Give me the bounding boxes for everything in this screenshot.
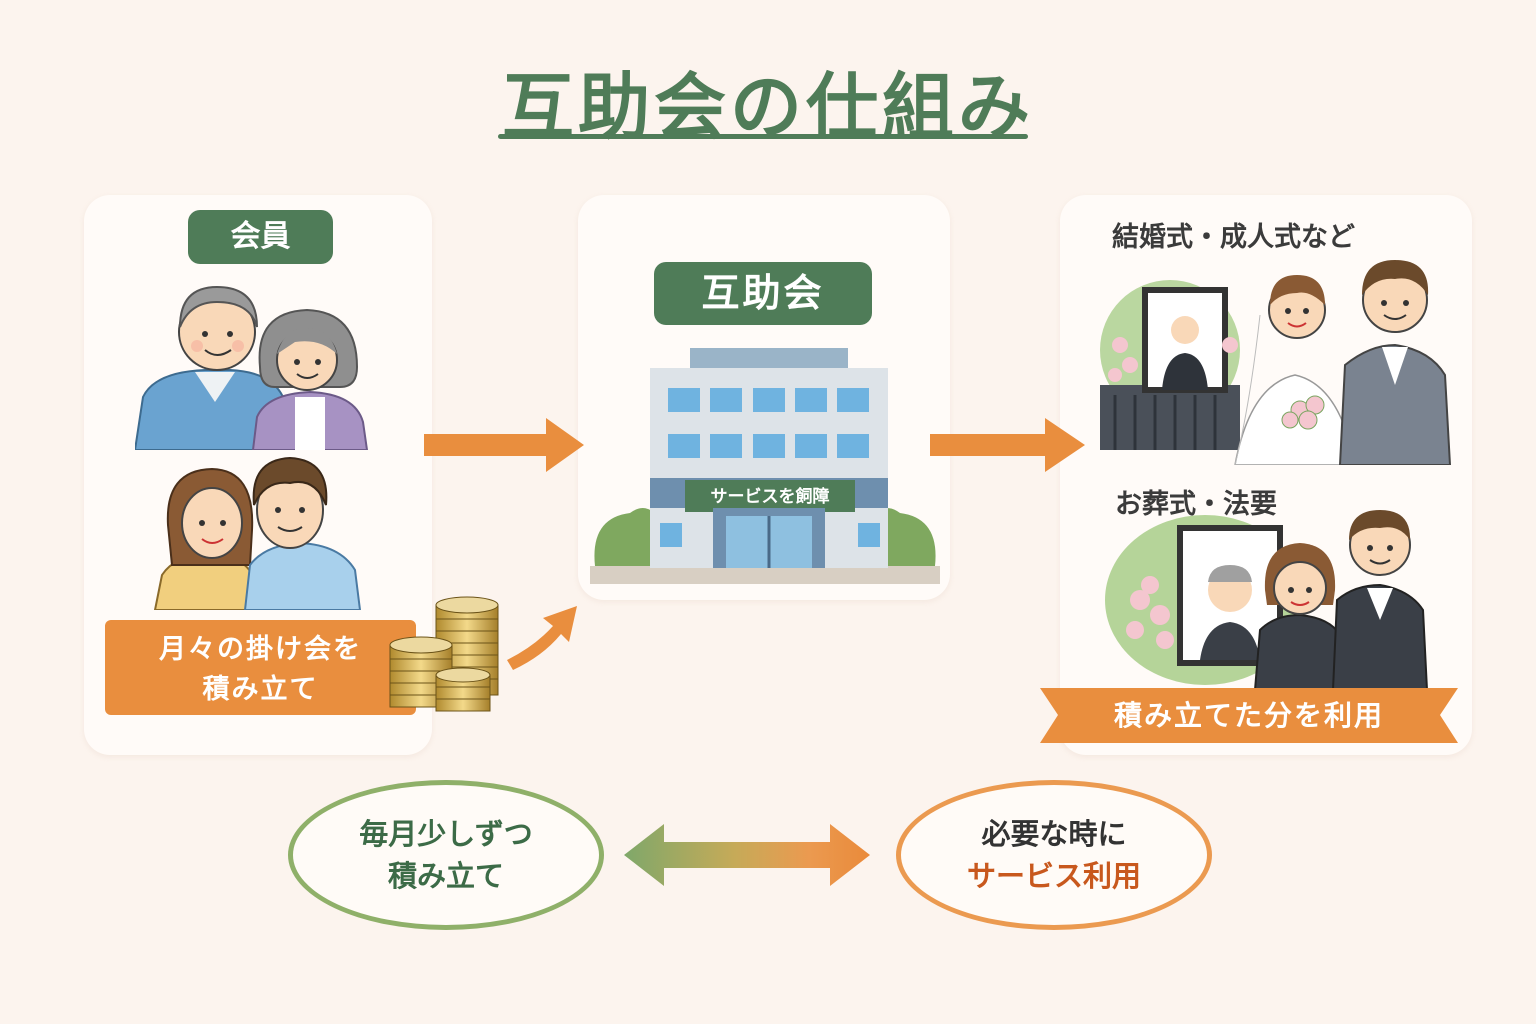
title-underline xyxy=(498,134,1028,139)
wedding-label: 結婚式・成人式など xyxy=(1112,222,1355,253)
organization-badge: 互助会 xyxy=(654,262,872,325)
memorial-illustration xyxy=(1105,510,1429,690)
monthly-savings-line-1: 毎月少しずつ xyxy=(359,817,533,851)
service-use-line-1: 必要な時に xyxy=(981,817,1127,851)
members-badge: 会員 xyxy=(188,210,333,264)
contribution-line-1: 月々の掛け会を xyxy=(159,634,362,665)
ribbon-shape xyxy=(1040,688,1458,743)
contribution-line-2: 積み立て xyxy=(202,674,319,705)
monthly-savings-line-2: 積み立て xyxy=(387,859,504,893)
ribbon-text: 積み立てた分を利用 xyxy=(1113,699,1384,732)
arrow-right-icon xyxy=(930,418,1085,472)
monthly-savings-ellipse: 毎月少しずつ 積み立て xyxy=(288,780,604,930)
coins-icon xyxy=(389,596,499,712)
funeral-label: お葬式・法要 xyxy=(1115,489,1277,520)
building-sign: サービスを飼障 xyxy=(710,487,830,507)
service-use-line-2: サービス利用 xyxy=(966,859,1141,893)
building-illustration xyxy=(590,348,940,584)
monthly-contribution-box: 月々の掛け会を 積み立て xyxy=(105,620,416,715)
arrow-right-icon xyxy=(424,418,584,472)
young-couple-illustration xyxy=(153,456,362,610)
elderly-couple-illustration xyxy=(135,285,369,450)
ceremony-illustration xyxy=(1100,260,1452,465)
service-use-ellipse: 必要な時に サービス利用 xyxy=(896,780,1212,930)
double-arrow-icon xyxy=(624,824,870,886)
curved-arrow-icon xyxy=(507,606,577,670)
use-savings-ribbon: 積み立てた分を利用 xyxy=(1040,688,1458,743)
